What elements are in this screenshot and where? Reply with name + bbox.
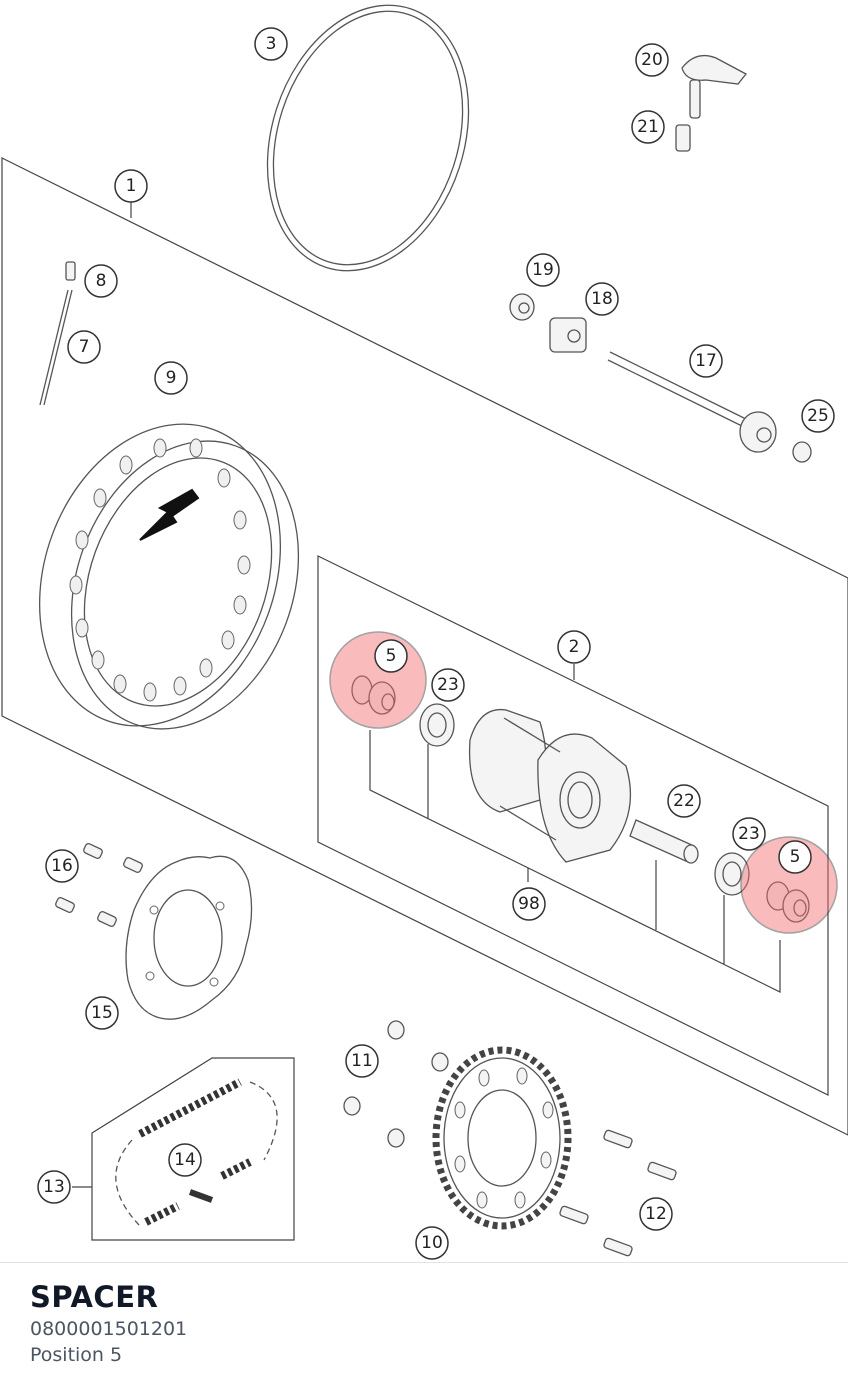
svg-text:23: 23 (437, 675, 459, 695)
svg-text:1: 1 (126, 176, 137, 196)
part-position: Position 5 (30, 1344, 123, 1366)
callout-8[interactable]: 8 (84, 264, 118, 298)
spacer-tube (629, 819, 699, 864)
svg-text:5: 5 (790, 847, 801, 867)
svg-text:11: 11 (351, 1051, 373, 1071)
callout-9[interactable]: 9 (154, 361, 188, 395)
svg-text:98: 98 (518, 894, 540, 914)
svg-text:17: 17 (695, 351, 717, 371)
callout-21[interactable]: 21 (631, 110, 665, 144)
svg-text:21: 21 (637, 117, 659, 137)
part-number: 0800001501201 (30, 1318, 188, 1340)
svg-text:13: 13 (43, 1177, 65, 1197)
callout-22[interactable]: 22 (667, 784, 701, 818)
svg-text:16: 16 (51, 856, 73, 876)
callout-7[interactable]: 7 (67, 330, 101, 364)
callout-1[interactable]: 1 (114, 169, 148, 203)
brake-disc (125, 855, 253, 1020)
callout-15[interactable]: 15 (85, 996, 119, 1030)
spoke (39, 289, 69, 406)
tool (675, 54, 747, 152)
callout-12[interactable]: 12 (639, 1197, 673, 1231)
spacer-right (766, 881, 810, 923)
tire-ring-inner (272, 10, 464, 266)
hub-assembly-panel (317, 555, 829, 1096)
tire-ring (266, 4, 470, 272)
leader-lines (369, 730, 781, 993)
callout-11[interactable]: 11 (345, 1044, 379, 1078)
spacer-left (351, 675, 396, 715)
sprocket-nuts (343, 1020, 449, 1148)
svg-text:18: 18 (591, 289, 613, 309)
callout-20[interactable]: 20 (635, 43, 669, 77)
svg-text:3: 3 (266, 34, 277, 54)
divider (0, 1262, 848, 1263)
sprocket (432, 1046, 572, 1230)
svg-text:7: 7 (79, 337, 90, 357)
svg-text:14: 14 (174, 1150, 196, 1170)
svg-text:12: 12 (645, 1204, 667, 1224)
svg-text:2: 2 (569, 637, 580, 657)
wheel-assembly-panel (1, 157, 848, 1136)
chain (115, 1078, 278, 1227)
chain-kit-panel (91, 1057, 295, 1241)
callout-16[interactable]: 16 (45, 849, 79, 883)
callout-5-left[interactable]: 5 (329, 631, 427, 729)
axle-cap (792, 441, 812, 463)
rim (38, 423, 300, 730)
svg-text:8: 8 (96, 271, 107, 291)
bearing-left (419, 703, 455, 747)
callout-5-right[interactable]: 5 (740, 836, 838, 934)
callout-2[interactable]: 2 (557, 630, 591, 664)
callout-17[interactable]: 17 (689, 344, 723, 378)
bearing-right (714, 852, 750, 896)
svg-text:19: 19 (532, 260, 554, 280)
axle (607, 351, 777, 453)
part-title: SPACER (30, 1280, 159, 1314)
svg-text:20: 20 (641, 50, 663, 70)
svg-text:25: 25 (807, 406, 829, 426)
svg-text:23: 23 (738, 824, 760, 844)
hub (468, 708, 632, 863)
svg-text:22: 22 (673, 791, 695, 811)
exploded-parts-diagram: 1 2 3 5 5 7 8 9 10 11 12 13 14 15 16 17 … (1, 4, 848, 1260)
callout-10[interactable]: 10 (415, 1226, 449, 1260)
callout-18[interactable]: 18 (585, 282, 619, 316)
part-info: SPACER 0800001501201 Position 5 (30, 1278, 187, 1368)
callout-14[interactable]: 14 (168, 1143, 202, 1177)
sprocket-bolts (559, 1129, 677, 1257)
callout-25[interactable]: 25 (801, 399, 835, 433)
callout-98[interactable]: 98 (512, 887, 546, 921)
disc-bolts (55, 843, 143, 927)
svg-text:9: 9 (166, 368, 177, 388)
callout-13[interactable]: 13 (37, 1170, 71, 1204)
svg-text:5: 5 (386, 646, 397, 666)
callout-19[interactable]: 19 (526, 253, 560, 287)
svg-text:10: 10 (421, 1233, 443, 1253)
callout-3[interactable]: 3 (254, 27, 288, 61)
callout-23-right[interactable]: 23 (732, 817, 766, 851)
spoke-nipple (65, 261, 76, 281)
axle-nut (509, 293, 535, 321)
svg-text:15: 15 (91, 1003, 113, 1023)
callout-23-left[interactable]: 23 (431, 668, 465, 702)
